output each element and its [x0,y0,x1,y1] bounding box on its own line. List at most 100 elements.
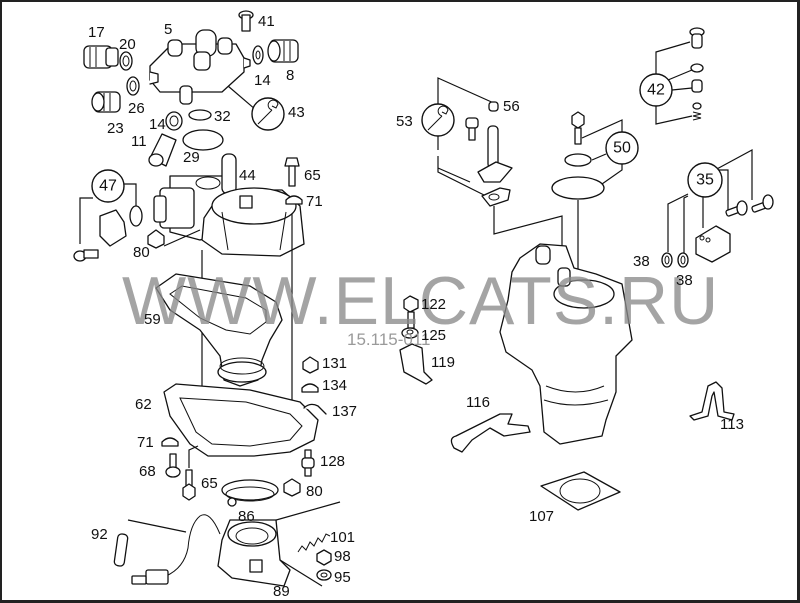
callout-41: 41 [258,13,275,30]
part-14-washer[interactable] [252,45,264,65]
callout-5: 5 [164,21,172,38]
part-128-stud[interactable] [301,449,315,477]
part-35-switch[interactable] [695,225,731,263]
part-101-spring[interactable] [297,533,331,553]
callout-65-top: 65 [304,167,321,184]
part-137-clip[interactable] [303,403,327,415]
part-80-nut-lower[interactable] [283,478,301,497]
part-89-throttle-body[interactable] [217,519,291,587]
connector-plug[interactable] [131,569,169,585]
callout-80-lower: 80 [306,483,323,500]
part-53-gasket[interactable] [481,187,511,207]
part-134-washer[interactable] [301,383,319,393]
part-50-washer-small[interactable] [564,153,592,167]
callout-92: 92 [91,526,108,543]
part-62-gasket[interactable] [163,383,319,457]
group-42-kit[interactable]: 42 [639,73,673,107]
part-65-screw[interactable] [284,157,300,187]
callout-86: 86 [238,508,255,525]
callout-137: 137 [332,403,357,420]
part-86-hose-clamp[interactable] [221,479,279,507]
part-92-sleeve[interactable] [113,533,129,567]
part-95-washer[interactable] [316,569,332,581]
part-125-washer[interactable] [401,327,419,339]
part-5-valve-block[interactable] [149,29,251,105]
cable-harness[interactable] [165,514,221,577]
figure-number: 15.115-011 [347,330,431,349]
part-14-washer-lower[interactable] [165,111,183,131]
callout-8: 8 [286,67,294,84]
part-29-o-ring[interactable] [182,129,224,151]
part-113-bracket[interactable] [689,381,735,421]
part-41-screw[interactable] [238,10,254,32]
callout-11: 11 [131,133,147,150]
part-107-gasket[interactable] [540,471,621,511]
part-35-screw-b[interactable] [751,194,774,213]
group-35-kit[interactable]: 35 [687,162,723,198]
group-50-kit[interactable]: 50 [605,131,639,165]
part-20-washer[interactable] [119,51,133,71]
callout-20: 20 [119,36,136,53]
part-80-nut[interactable] [147,229,165,249]
callout-134: 134 [322,377,347,394]
callout-38-left: 38 [633,253,650,270]
part-59-air-duct[interactable] [155,273,283,387]
part-actuator[interactable] [153,187,195,229]
part-56-cap[interactable] [488,101,499,112]
callout-71-top: 71 [306,193,323,210]
watermark-text: WWW.ELCATS.RU [122,263,719,339]
part-53-valve[interactable] [465,117,513,183]
part-68-screw[interactable] [165,453,181,478]
group-47-label: 47 [99,178,117,195]
callout-80-top: 80 [133,244,150,261]
part-38-seal-a[interactable] [661,252,673,268]
part-11-fitting[interactable] [148,133,177,167]
part-47-screw[interactable] [73,249,99,262]
part-98-nut[interactable] [316,549,332,566]
part-42-screw[interactable] [689,27,705,49]
part-42-ring[interactable] [692,102,702,110]
part-32-o-ring[interactable] [188,109,212,121]
part-119-bracket[interactable] [399,343,433,385]
callout-119: 119 [431,354,455,371]
part-42-plunger[interactable] [691,79,703,93]
callout-38-right: 38 [676,272,693,289]
part-42-washer[interactable] [690,63,704,73]
part-38-seal-b[interactable] [677,252,689,268]
part-65-screw-lower[interactable] [182,469,196,501]
part-26-washer[interactable] [126,76,140,96]
callout-23: 23 [107,120,124,137]
part-47-bracket[interactable] [99,209,127,247]
part-50-diaphragm[interactable] [551,176,605,200]
part-53-tool-symbol[interactable] [421,103,455,137]
part-42-spring[interactable] [692,111,702,121]
callout-101: 101 [330,529,355,546]
callout-125: 125 [421,327,446,344]
part-50-screw[interactable] [571,111,585,145]
callout-26: 26 [128,100,145,117]
part-131-nut[interactable] [302,356,319,374]
callout-95: 95 [334,569,351,586]
part-35-screw-a[interactable] [725,200,748,217]
group-50-label: 50 [613,140,631,157]
callout-43: 43 [288,104,305,121]
part-8-fitting[interactable] [267,39,299,63]
part-116-bracket[interactable] [450,413,531,453]
callout-14-lower: 14 [149,116,166,133]
callout-71-lower: 71 [137,434,154,451]
part-71-washer-lower[interactable] [161,437,179,447]
part-47-seal[interactable] [129,205,143,227]
part-intake-housing[interactable] [499,243,633,445]
callout-122: 122 [421,296,446,313]
group-47-kit[interactable]: 47 [91,169,125,203]
part-23-fitting[interactable] [91,91,121,113]
callout-65-lower: 65 [201,475,218,492]
part-43-tool-symbol[interactable] [251,97,285,131]
part-71-washer[interactable] [285,195,303,205]
callout-107: 107 [529,508,554,525]
part-17-fitting[interactable] [83,45,119,69]
callout-131: 131 [322,355,347,372]
callout-17: 17 [88,24,105,41]
callout-53: 53 [396,113,413,130]
